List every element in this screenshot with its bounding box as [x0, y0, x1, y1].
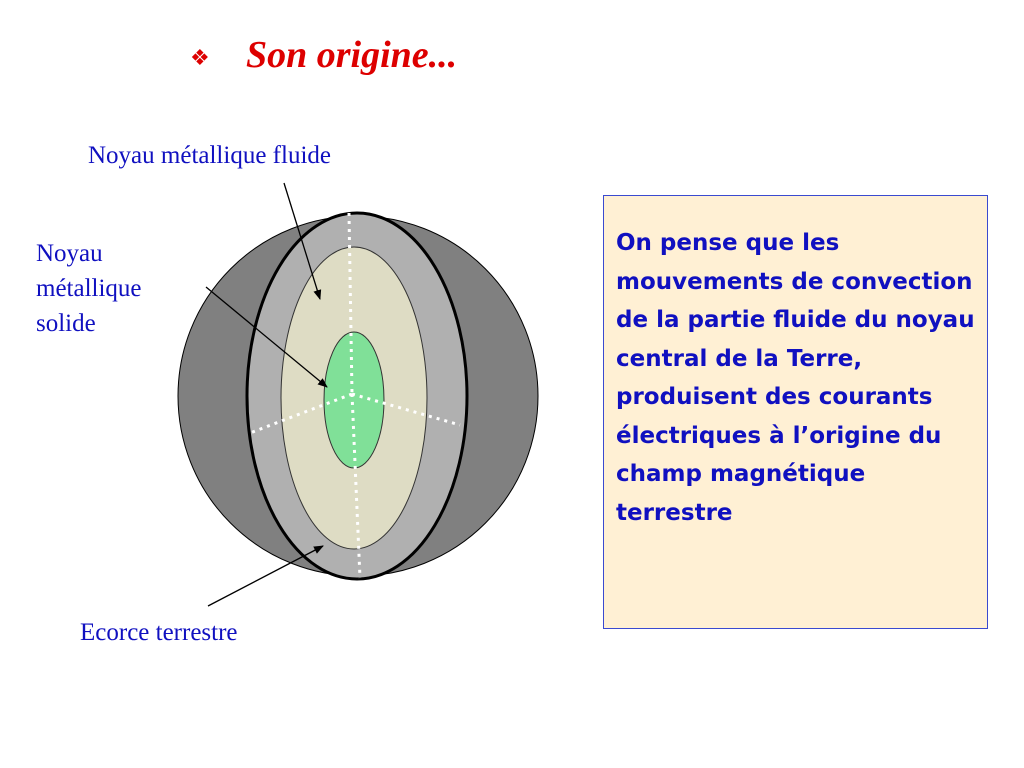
- bullet-icon: ❖: [190, 46, 210, 71]
- pointer-solid-core: [205, 286, 328, 388]
- solid-core: [323, 331, 385, 469]
- slide-title: Son origine...: [246, 34, 458, 76]
- pointer-fluid-core: [283, 182, 322, 300]
- label-solid-core-line: solide: [36, 310, 96, 337]
- pointer-crust: [207, 545, 324, 607]
- label-solid-core-line: métallique: [36, 275, 142, 302]
- explanation-text-box: On pense que les mouvements de convectio…: [603, 195, 988, 629]
- label-solid-core-line: Noyau: [36, 240, 103, 267]
- label-crust: Ecorce terrestre: [80, 619, 238, 646]
- label-fluid-core: Noyau métallique fluide: [88, 142, 331, 169]
- label-solid-core: Noyau métallique solide: [36, 236, 142, 341]
- section-lines: [249, 212, 461, 579]
